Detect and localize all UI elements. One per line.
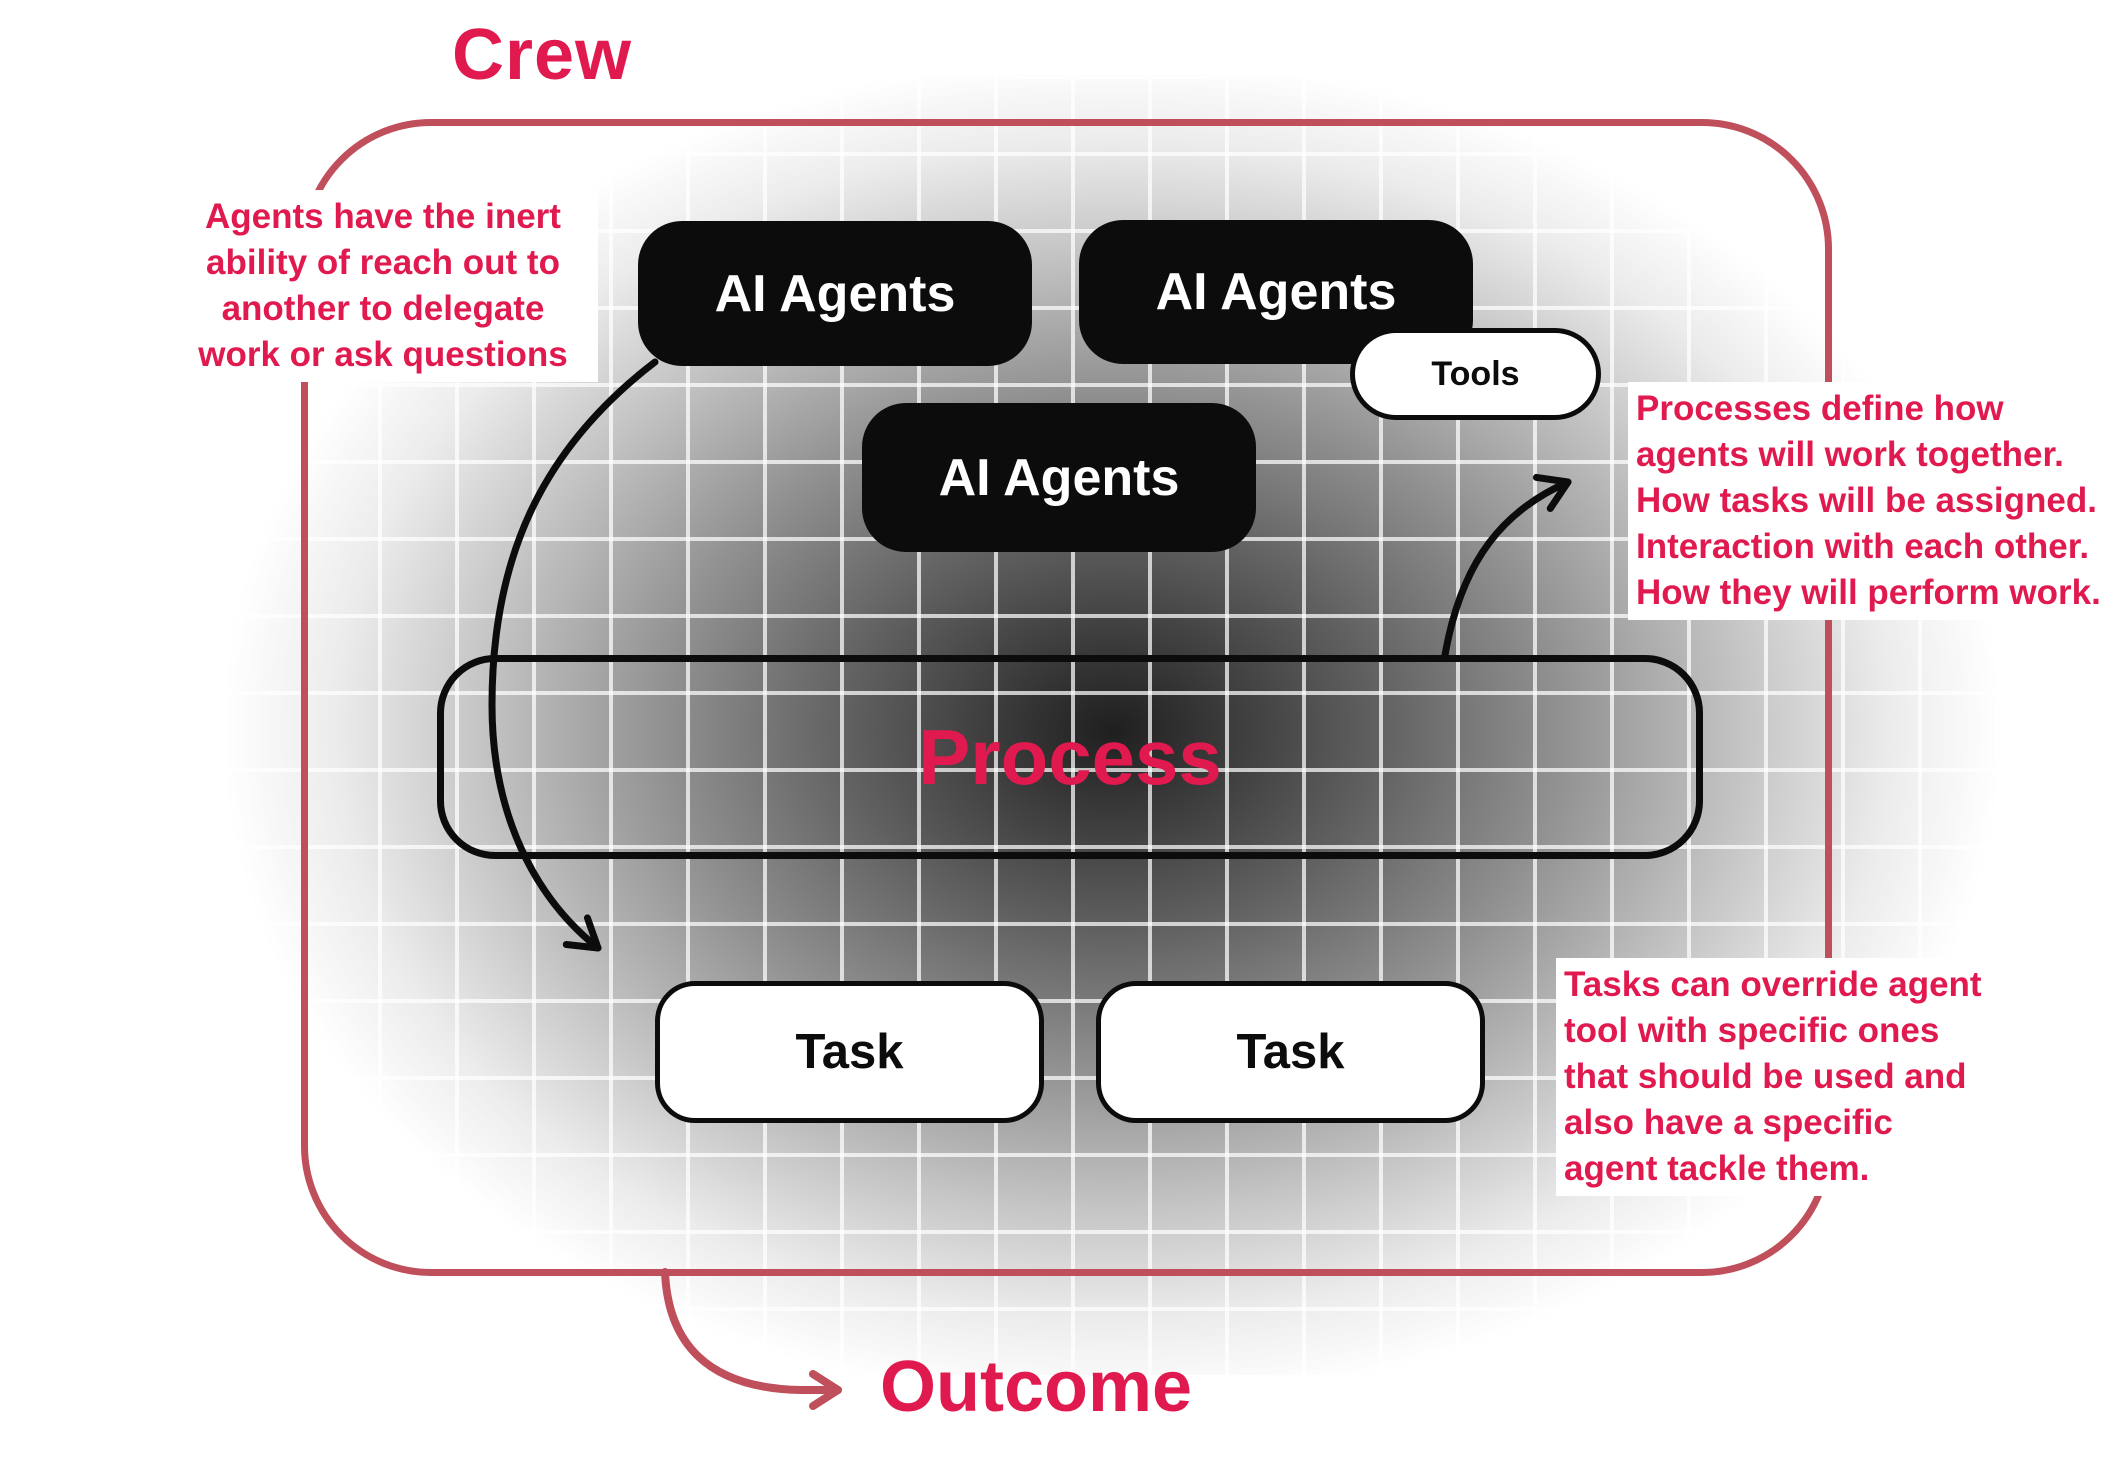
task-label-1: Task — [795, 1025, 904, 1079]
ai-agents-label-3: AI Agents — [938, 448, 1180, 507]
outcome-label: Outcome — [880, 1347, 1193, 1427]
ai-agents-box-1: AI Agents — [638, 221, 1032, 366]
ai-agents-label-2: AI Agents — [1155, 263, 1397, 321]
tasks-annotation: Tasks can override agent tool with speci… — [1556, 958, 2026, 1196]
task-label-2: Task — [1236, 1025, 1345, 1079]
tools-label: Tools — [1431, 354, 1520, 393]
ai-agents-label-1: AI Agents — [714, 264, 956, 323]
task-box-1: Task — [655, 981, 1044, 1123]
process-label: Process — [918, 712, 1222, 801]
process-annotation: Processes define how agents will work to… — [1628, 382, 2128, 620]
agents-annotation: Agents have the inert ability of reach o… — [168, 190, 598, 382]
crew-boundary — [301, 119, 1832, 1276]
process-box: Process — [437, 655, 1703, 859]
tools-badge: Tools — [1350, 328, 1601, 420]
task-box-2: Task — [1096, 981, 1485, 1123]
ai-agents-box-3: AI Agents — [862, 403, 1256, 552]
crew-title: Crew — [452, 15, 633, 95]
